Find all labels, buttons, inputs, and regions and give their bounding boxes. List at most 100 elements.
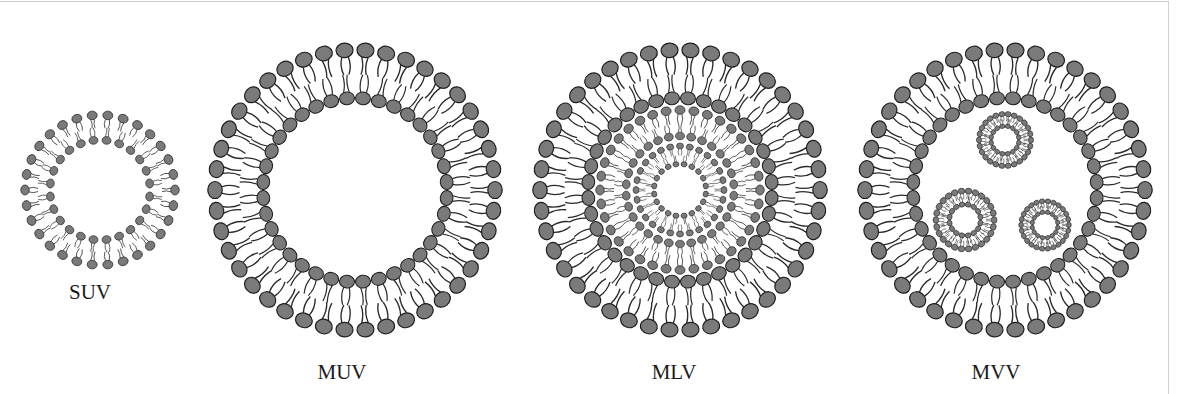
lipid-tail — [1044, 84, 1052, 100]
lipid-tail — [61, 231, 66, 238]
lipid-tail — [1028, 232, 1032, 235]
lipid-head — [772, 274, 794, 296]
lipid-head — [714, 115, 727, 127]
lipid-tail — [1110, 135, 1126, 142]
lipid-tail — [597, 257, 609, 270]
lipid-tail — [1059, 272, 1070, 286]
lipid-tail — [997, 75, 999, 92]
lipid-tail — [1003, 158, 1005, 163]
lipid-tail — [549, 167, 566, 170]
lipid-tail — [247, 257, 261, 268]
lipid-tail — [678, 124, 680, 132]
lipid-head — [163, 153, 175, 166]
lipid-tail — [777, 118, 792, 127]
lipid-heads — [933, 188, 997, 252]
lipid-tail — [227, 154, 244, 159]
lipid-tail — [982, 133, 987, 134]
lipid-tail — [1058, 215, 1062, 218]
lipid-heads — [976, 111, 1033, 168]
lipid-tail — [668, 125, 670, 133]
lipid-tail — [342, 287, 344, 304]
lipid-tail — [998, 305, 1000, 323]
lipid-tail — [759, 249, 774, 259]
lipid-tail — [665, 255, 667, 265]
lipid-tail — [141, 151, 148, 156]
lipid-head — [879, 100, 901, 122]
lipid-tail — [243, 253, 258, 262]
lipid-tail — [94, 119, 95, 128]
lipid-tail — [1087, 244, 1101, 255]
lipid-tail — [466, 222, 483, 227]
lipid-tail — [730, 140, 737, 147]
lipid-tail — [605, 200, 615, 202]
lipid-tail — [791, 154, 808, 159]
lipid-head — [396, 310, 417, 330]
lipid-tail — [1052, 238, 1055, 242]
lipid-head — [858, 201, 875, 220]
lipid-tail — [149, 147, 156, 153]
lipid-tail — [632, 230, 638, 235]
lipid-tail — [738, 222, 747, 227]
lipid-tail — [585, 270, 598, 283]
lipid-tail — [594, 279, 606, 292]
lipid-tail — [984, 144, 989, 146]
lipid-tail — [623, 140, 630, 147]
lipid-tail — [640, 182, 647, 183]
lipid-head — [229, 258, 251, 280]
lipid-head — [648, 220, 657, 229]
lipid-tail — [976, 201, 979, 206]
lipid-tail — [734, 209, 742, 211]
lipid-tail — [1076, 257, 1088, 270]
lipid-tail — [1084, 122, 1099, 132]
lipid-tail — [665, 159, 668, 164]
lipid-tail — [434, 122, 449, 132]
lipid-tail — [443, 139, 459, 146]
lipid-tail — [656, 165, 660, 169]
lipid-tail — [712, 173, 718, 176]
lipid-tail — [291, 73, 299, 89]
lipid-tail — [616, 272, 627, 286]
lipid-head — [114, 231, 125, 242]
lipid-tail — [736, 224, 744, 229]
lipid-tails — [1026, 206, 1065, 245]
lipid-tail — [51, 151, 58, 156]
lipid-tail — [656, 118, 659, 128]
lipid-tail — [409, 94, 420, 108]
lipid-tail — [1002, 119, 1003, 124]
lipid-head — [943, 310, 964, 330]
lipid-head — [471, 118, 491, 140]
lipid-head — [1034, 264, 1053, 282]
lipid-head — [622, 122, 635, 135]
lipid-tail — [954, 239, 956, 244]
lipid-tail — [576, 234, 592, 241]
lipid-tail — [982, 224, 988, 225]
lipid-head — [666, 229, 674, 236]
lipid-tail — [696, 221, 699, 227]
lipid-tail — [259, 126, 273, 136]
lipid-tail — [633, 242, 639, 250]
lipid-tail — [944, 233, 948, 237]
lipid-tail — [31, 173, 40, 175]
lipid-tail — [763, 97, 776, 110]
lipid-tail — [450, 162, 467, 167]
lipid-tail — [982, 144, 987, 145]
lipid-tail — [922, 257, 934, 270]
lipid-tail — [140, 237, 146, 244]
lipid-tail — [649, 212, 654, 216]
lipid-tail — [966, 194, 968, 200]
lipid-head — [664, 238, 674, 247]
lipid-tail — [1095, 143, 1111, 151]
lipid-head — [976, 137, 981, 143]
lipid-tail — [414, 269, 424, 284]
lipid-head — [622, 179, 631, 189]
lipid-head — [660, 264, 671, 274]
lipid-tail — [646, 195, 652, 197]
lipid-tail — [678, 248, 679, 256]
lipid-head — [533, 182, 547, 199]
lipid-tail — [705, 242, 708, 250]
lipid-tail — [958, 84, 966, 100]
lipid-tail — [886, 129, 902, 137]
lipid-head — [537, 221, 556, 242]
lipid-tail — [1029, 214, 1033, 216]
lipid-head — [653, 198, 660, 206]
